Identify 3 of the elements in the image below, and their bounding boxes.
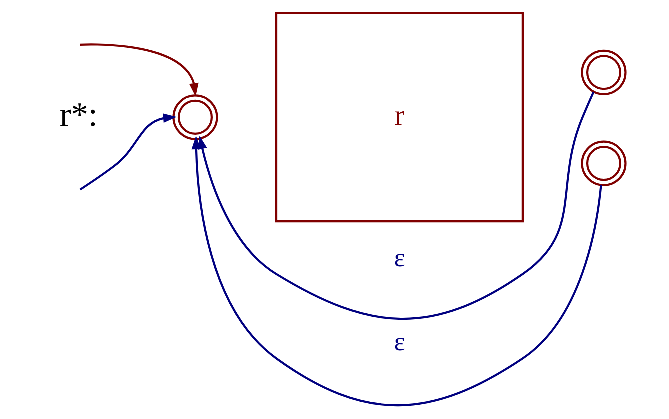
edge-label: ε xyxy=(394,243,406,272)
label: r*: xyxy=(60,96,98,134)
edge-label: ε xyxy=(394,328,406,357)
